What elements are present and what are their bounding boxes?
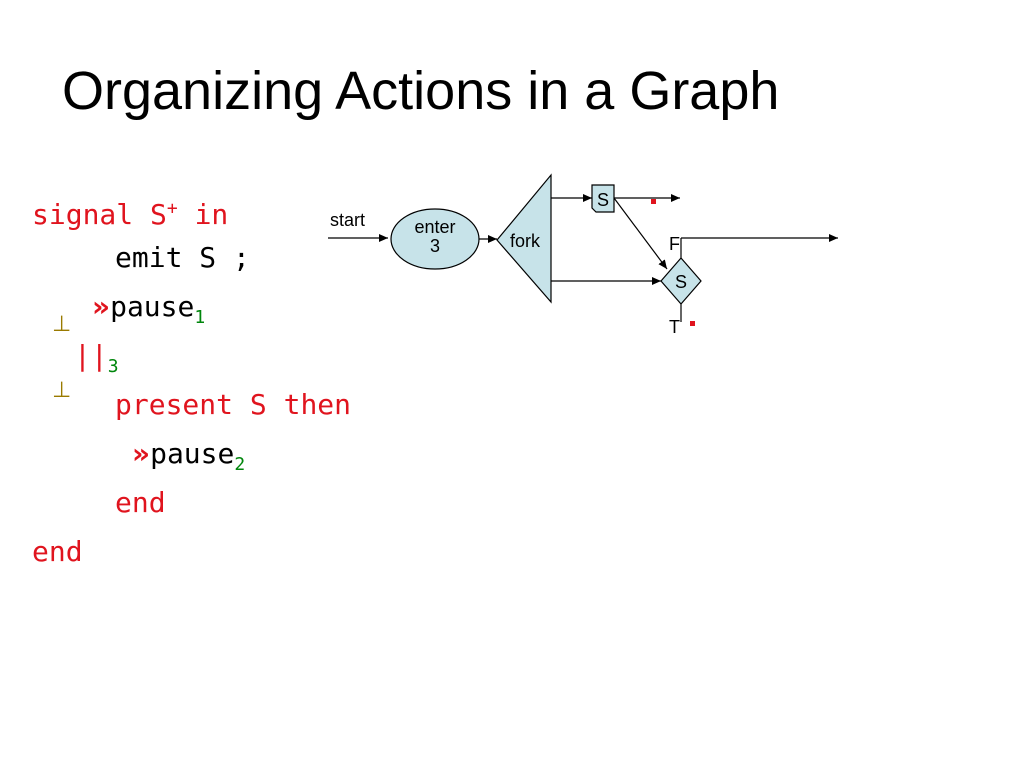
pause-2-word: pause bbox=[150, 437, 235, 470]
keyword-in: in bbox=[194, 198, 229, 231]
code-line-signal: signal S+ in bbox=[32, 192, 228, 232]
parallel-sub: 3 bbox=[107, 356, 119, 377]
chevron-1: » bbox=[92, 290, 111, 323]
signal-sup: + bbox=[166, 198, 178, 219]
pause-1-word: pause bbox=[110, 290, 195, 323]
enter-label-2: 3 bbox=[430, 236, 440, 256]
true-label: T bbox=[669, 317, 680, 337]
keyword-signal: signal bbox=[32, 198, 134, 231]
start-label: start bbox=[330, 210, 365, 230]
pause-2-sub: 2 bbox=[234, 454, 246, 475]
code-line-present: present S then bbox=[115, 388, 351, 422]
code-line-end-inner: end bbox=[115, 486, 166, 519]
test-label: S bbox=[675, 272, 687, 292]
slide-title: Organizing Actions in a Graph bbox=[62, 61, 780, 121]
true-dot bbox=[690, 321, 695, 326]
parallel-bars: || bbox=[74, 339, 108, 372]
false-label: F bbox=[669, 234, 680, 254]
chevron-2: » bbox=[132, 437, 151, 470]
code-line-end-outer: end bbox=[32, 535, 83, 568]
signal-name: S bbox=[150, 198, 167, 231]
code-line-pause1: »pause1 bbox=[92, 290, 205, 335]
emit-label: S bbox=[597, 190, 609, 210]
code-line-emit: emit S ; bbox=[115, 241, 250, 274]
emit-to-test-arrow bbox=[613, 197, 668, 270]
present-signal: S bbox=[249, 388, 267, 421]
bottom-symbol-1: ⊥ bbox=[52, 312, 72, 337]
emit-node bbox=[591, 184, 615, 213]
code-line-parallel: ||3 bbox=[74, 339, 119, 384]
fork-node bbox=[496, 173, 552, 304]
emit-dot bbox=[651, 199, 656, 204]
fork-label: fork bbox=[510, 231, 541, 251]
enter-label-1: enter bbox=[414, 217, 455, 237]
bottom-symbol-2: ⊥ bbox=[52, 378, 72, 403]
pause-1-sub: 1 bbox=[194, 307, 206, 328]
keyword-present: present bbox=[115, 388, 234, 421]
code-line-pause2: »pause2 bbox=[132, 437, 245, 482]
keyword-then: then bbox=[283, 388, 352, 421]
